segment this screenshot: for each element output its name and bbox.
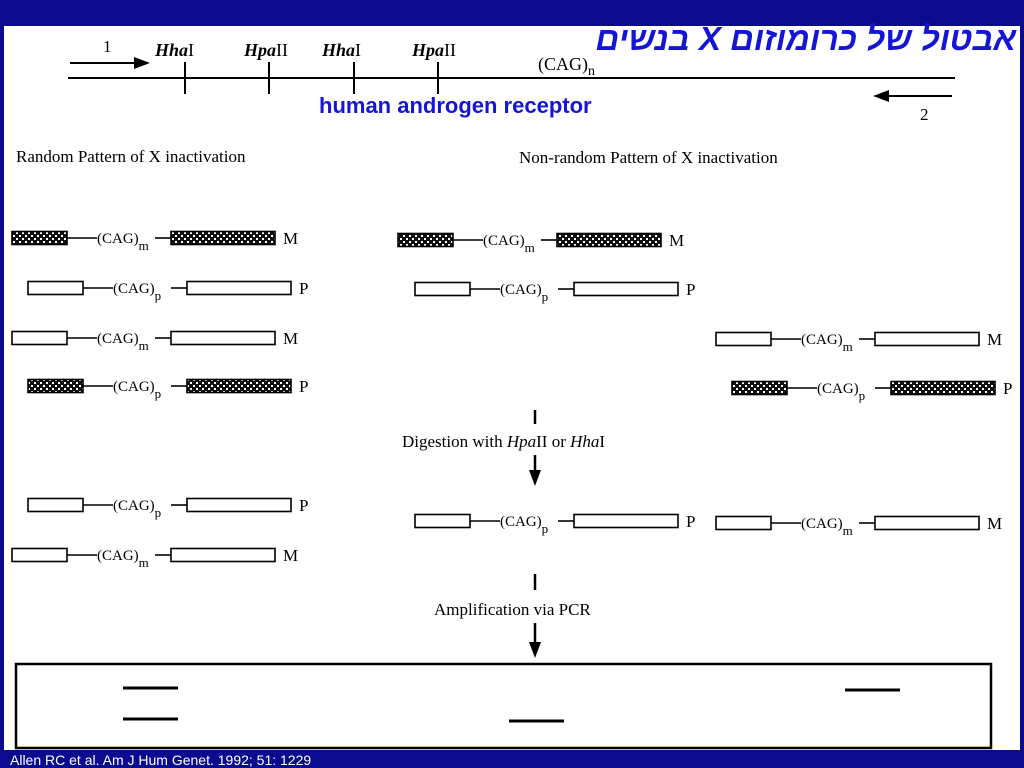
allele-exon-right — [186, 378, 292, 394]
amplification-arrowhead — [529, 642, 541, 658]
primer-1-arrowhead — [134, 57, 150, 69]
allele-exon-right — [186, 497, 292, 513]
digestion-arrowhead — [529, 470, 541, 486]
slide-subtitle: human androgen receptor — [319, 93, 592, 118]
allele-cag-repeat: (CAG)m — [97, 331, 149, 353]
allele-exon-left — [715, 331, 772, 347]
allele-origin-label: P — [299, 279, 308, 298]
allele-exon-right — [573, 513, 679, 529]
allele-exon-left — [27, 280, 84, 296]
allele-exon-right — [874, 331, 980, 347]
digestion-step: Digestion with HpaII or HhaI — [402, 410, 605, 486]
allele-cag-repeat: (CAG)p — [500, 282, 548, 304]
allele-exon-left — [11, 330, 68, 346]
allele-origin-label: P — [1003, 379, 1012, 398]
allele-exon-right — [170, 230, 276, 246]
allele-exon-left — [11, 230, 68, 246]
nonrandom-pattern-heading: Non-random Pattern of X inactivation — [519, 148, 778, 167]
allele-origin-label: M — [283, 329, 298, 348]
allele-origin-label: M — [283, 546, 298, 565]
random-pattern-heading: Random Pattern of X inactivation — [16, 147, 246, 166]
allele-exon-left — [397, 232, 454, 248]
allele-origin-label: P — [299, 496, 308, 515]
allele-origin-label: P — [686, 280, 695, 299]
site-hhai-1: HhaI — [154, 40, 194, 60]
allele-exon-left — [731, 380, 788, 396]
allele-exon-right — [890, 380, 996, 396]
allele-cag-repeat: (CAG)p — [500, 514, 548, 536]
slide-canvas — [4, 26, 1020, 750]
allele-cag-repeat: (CAG)p — [817, 381, 865, 403]
allele-exon-left — [27, 378, 84, 394]
allele-cag-repeat: (CAG)p — [113, 281, 161, 303]
allele-exon-right — [170, 330, 276, 346]
allele-origin-label: P — [299, 377, 308, 396]
allele-origin-label: M — [669, 231, 684, 250]
allele-exon-right — [556, 232, 662, 248]
allele-cag-repeat: (CAG)p — [113, 379, 161, 401]
allele-exon-right — [573, 281, 679, 297]
allele-origin-label: M — [987, 514, 1002, 533]
primer-2-label: 2 — [920, 105, 929, 124]
allele-exon-left — [715, 515, 772, 531]
cag-n-repeat: (CAG)n — [538, 54, 595, 79]
allele-exon-right — [186, 280, 292, 296]
citation: Allen RC et al. Am J Hum Genet. 1992; 51… — [10, 752, 312, 768]
allele-exon-left — [27, 497, 84, 513]
primer-2-arrowhead — [873, 90, 889, 102]
amplification-step: Amplification via PCR — [434, 574, 591, 658]
site-hpaii-1: HpaII — [243, 40, 288, 60]
allele-cag-repeat: (CAG)p — [113, 498, 161, 520]
allele-exon-left — [414, 281, 471, 297]
site-hpaii-2: HpaII — [411, 40, 456, 60]
allele-exon-right — [170, 547, 276, 563]
allele-origin-label: M — [987, 330, 1002, 349]
gene-map: 1 2 HhaI HpaII HhaI HpaII (CAG)n — [68, 37, 955, 124]
allele-exon-left — [414, 513, 471, 529]
site-hhai-2: HhaI — [321, 40, 361, 60]
allele-origin-label: P — [686, 512, 695, 531]
allele-exon-right — [874, 515, 980, 531]
allele-cag-repeat: (CAG)m — [801, 332, 853, 354]
amplification-label: Amplification via PCR — [434, 600, 591, 619]
allele-cag-repeat: (CAG)m — [97, 231, 149, 253]
allele-cag-repeat: (CAG)m — [801, 516, 853, 538]
allele-cag-repeat: (CAG)m — [97, 548, 149, 570]
gel-result — [14, 662, 993, 750]
slide-title: אבטול של כרומוזום X בנשים — [595, 20, 1016, 57]
allele-cag-repeat: (CAG)m — [483, 233, 535, 255]
primer-1-label: 1 — [103, 37, 112, 56]
allele-exon-left — [11, 547, 68, 563]
allele-origin-label: M — [283, 229, 298, 248]
digestion-label: Digestion with HpaII or HhaI — [402, 432, 605, 451]
gel-box — [14, 662, 993, 750]
